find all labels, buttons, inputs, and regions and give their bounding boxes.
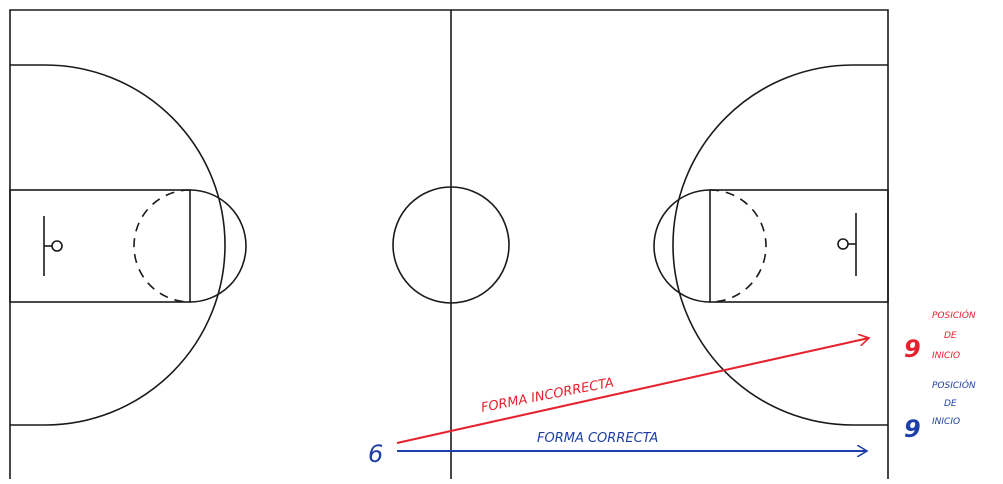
red-start-label-line1: POSICIÓN: [932, 309, 976, 321]
left-rim: [51, 240, 63, 252]
red-start-label-line3: INICIO: [932, 351, 960, 361]
blue-start-label-line3: INICIO: [932, 417, 960, 427]
blue-start-mark: 9: [904, 415, 921, 443]
blue-start-label-line2: DE: [944, 399, 957, 409]
blue-start-label-line1: POSICIÓN: [932, 379, 976, 391]
court-boundary: [9, 9, 889, 479]
red-start-label: POSICIÓN DE INICIO: [932, 309, 976, 361]
basketball-court: [9, 9, 889, 479]
blue-start-label: POSICIÓN DE INICIO: [932, 379, 976, 427]
right-free-throw-arc-solid: [653, 189, 711, 303]
center-circle: [392, 186, 510, 304]
incorrect-path-arrow: [396, 338, 869, 444]
left-three-point-line: [10, 64, 226, 426]
red-start-label-line2: DE: [944, 331, 957, 341]
right-free-throw-arc-dashed: [709, 189, 767, 303]
red-start-mark: 9: [904, 335, 921, 363]
left-free-throw-arc-dashed: [133, 189, 191, 303]
player-mark: 6: [368, 440, 383, 468]
left-free-throw-arc-solid: [189, 189, 247, 303]
right-key: [709, 189, 889, 303]
right-three-point-line: [672, 64, 888, 426]
right-rim: [837, 238, 849, 250]
left-key: [9, 189, 191, 303]
correct-path-label: FORMA CORRECTA: [537, 431, 658, 446]
